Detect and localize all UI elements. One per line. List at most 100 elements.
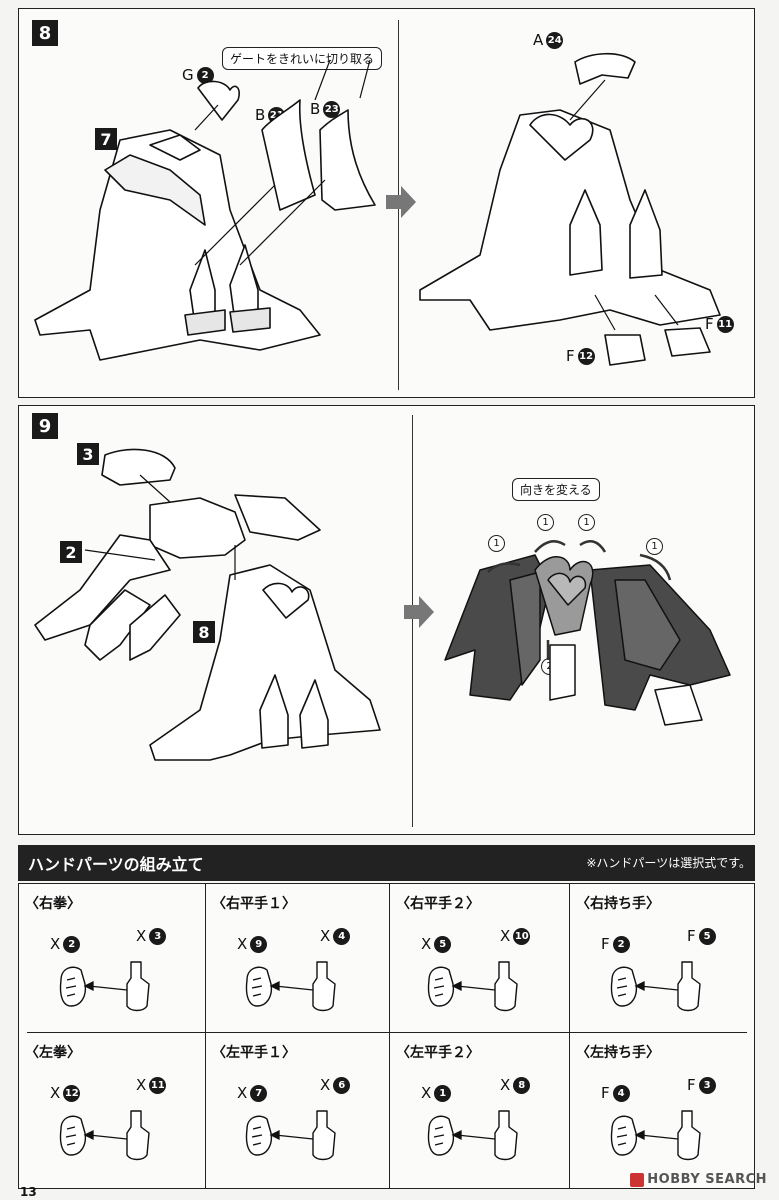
part-number-circle: 11 <box>149 1076 167 1094</box>
hand-cell-title: 〈左平手１〉 <box>212 1045 296 1061</box>
step9-left-illustration <box>34 448 381 761</box>
step9-arrow-label-1a: 1 <box>488 535 505 552</box>
step9-arrow-label-1d: 1 <box>646 538 663 555</box>
hand-part-b-label: X 4 <box>320 927 351 945</box>
hand-assembly-illustration <box>51 1099 171 1179</box>
step8-subassembly-callout: 7 <box>95 128 117 150</box>
hand-cell-1: 〈右拳〉 X 2 X 3 <box>20 885 202 1030</box>
part-label-f11: F 11 <box>705 315 734 333</box>
hand-assembly-illustration <box>419 950 539 1030</box>
part-letter: A <box>533 31 544 49</box>
part-letter: X <box>237 1084 248 1102</box>
part-label-f12: F 12 <box>566 347 595 365</box>
hand-parts-note: ※ハンドパーツは選択式です。 <box>586 856 751 870</box>
hand-grid-hline <box>27 1032 747 1033</box>
hand-cell-title: 〈左拳〉 <box>25 1045 81 1061</box>
part-number-circle: 5 <box>698 927 716 945</box>
hand-part-b-label: X 11 <box>136 1076 167 1094</box>
part-letter: F <box>601 1084 610 1102</box>
hand-cell-5: 〈左拳〉 X 12 X 11 <box>20 1034 202 1179</box>
hand-cell-title: 〈右平手２〉 <box>396 896 480 912</box>
hand-grid-vline-3 <box>569 884 570 1188</box>
hand-part-a-label: X 9 <box>237 935 268 953</box>
step8-flow-arrow-icon <box>386 186 416 218</box>
hand-cell-title: 〈左持ち手〉 <box>576 1045 660 1061</box>
hand-part-a-label: X 7 <box>237 1084 268 1102</box>
part-number-circle: 12 <box>577 347 595 365</box>
part-number-circle: 23 <box>323 100 341 118</box>
hand-cell-title: 〈右平手１〉 <box>212 896 296 912</box>
part-number-circle: 2 <box>196 66 214 84</box>
hand-cell-6: 〈左平手１〉 X 7 X 6 <box>207 1034 386 1179</box>
part-letter: B <box>310 100 321 118</box>
step9-divider <box>412 415 413 827</box>
part-number-circle: 2 <box>612 935 630 953</box>
part-number-circle: 4 <box>612 1084 630 1102</box>
step9-callout-3: 3 <box>77 443 99 465</box>
hand-part-a-label: F 4 <box>601 1084 630 1102</box>
step8-left-illustration <box>34 59 376 361</box>
hand-grid-vline-2 <box>389 884 390 1188</box>
part-number-circle: 8 <box>513 1076 531 1094</box>
part-letter: X <box>421 1084 432 1102</box>
hand-assembly-illustration <box>602 1099 722 1179</box>
part-number-circle: 11 <box>716 315 734 333</box>
part-letter: F <box>566 347 575 365</box>
part-number-circle: 12 <box>63 1084 81 1102</box>
part-number-circle: 5 <box>434 935 452 953</box>
part-number-circle: 4 <box>333 927 351 945</box>
watermark-text: HOBBY SEARCH <box>647 1172 767 1187</box>
hand-part-b-label: F 5 <box>687 927 716 945</box>
part-letter: X <box>50 1084 61 1102</box>
hand-part-b-label: X 3 <box>136 927 167 945</box>
hand-part-b-label: F 3 <box>687 1076 716 1094</box>
hand-part-a-label: X 12 <box>50 1084 81 1102</box>
step9-callout-2: 2 <box>60 541 82 563</box>
hand-cell-3: 〈右平手２〉 X 5 X 10 <box>391 885 566 1030</box>
hand-cell-7: 〈左平手２〉 X 1 X 8 <box>391 1034 566 1179</box>
part-letter: F <box>687 1076 696 1094</box>
watermark-logo-icon <box>630 1172 645 1187</box>
hand-cell-title: 〈右拳〉 <box>25 896 81 912</box>
part-letter: X <box>320 927 331 945</box>
hand-part-a-label: X 1 <box>421 1084 452 1102</box>
part-number-circle: 3 <box>698 1076 716 1094</box>
hand-cell-4: 〈右持ち手〉 F 2 F 5 <box>571 885 753 1030</box>
step9-rotate-note: 向きを変える <box>512 478 600 501</box>
part-number-circle: 6 <box>333 1076 351 1094</box>
part-number-circle: 9 <box>250 935 268 953</box>
watermark: HOBBY SEARCH <box>630 1172 767 1187</box>
hand-cell-title: 〈左平手２〉 <box>396 1045 480 1061</box>
part-number-circle: 1 <box>434 1084 452 1102</box>
step8-right-illustration <box>419 52 721 366</box>
part-number-circle: 7 <box>250 1084 268 1102</box>
hand-assembly-illustration <box>237 950 357 1030</box>
step9-callout-8: 8 <box>193 621 215 643</box>
part-letter: G <box>182 66 194 84</box>
hand-assembly-illustration <box>602 950 722 1030</box>
part-letter: X <box>237 935 248 953</box>
hand-part-a-label: X 5 <box>421 935 452 953</box>
part-letter: X <box>136 927 147 945</box>
step9-right-illustration <box>444 540 731 726</box>
part-letter: F <box>601 935 610 953</box>
hand-part-b-label: X 8 <box>500 1076 531 1094</box>
part-label-g2: G 2 <box>182 66 214 84</box>
hand-part-a-label: X 2 <box>50 935 81 953</box>
hand-part-b-label: X 10 <box>500 927 531 945</box>
step9-arrow-label-1b: 1 <box>537 514 554 531</box>
part-number-circle: 24 <box>546 31 564 49</box>
part-number-circle: 2 <box>63 935 81 953</box>
hand-cell-2: 〈右平手１〉 X 9 X 4 <box>207 885 386 1030</box>
step9-flow-arrow-icon <box>404 596 434 628</box>
part-letter: F <box>705 315 714 333</box>
hand-part-b-label: X 6 <box>320 1076 351 1094</box>
part-letter: F <box>687 927 696 945</box>
part-letter: X <box>500 927 511 945</box>
hand-cell-title: 〈右持ち手〉 <box>576 896 660 912</box>
part-label-b23: B 23 <box>310 100 341 118</box>
step8-number: 8 <box>32 20 58 46</box>
hand-assembly-illustration <box>51 950 171 1030</box>
part-number-circle: 10 <box>513 927 531 945</box>
hand-grid-vline-1 <box>205 884 206 1188</box>
